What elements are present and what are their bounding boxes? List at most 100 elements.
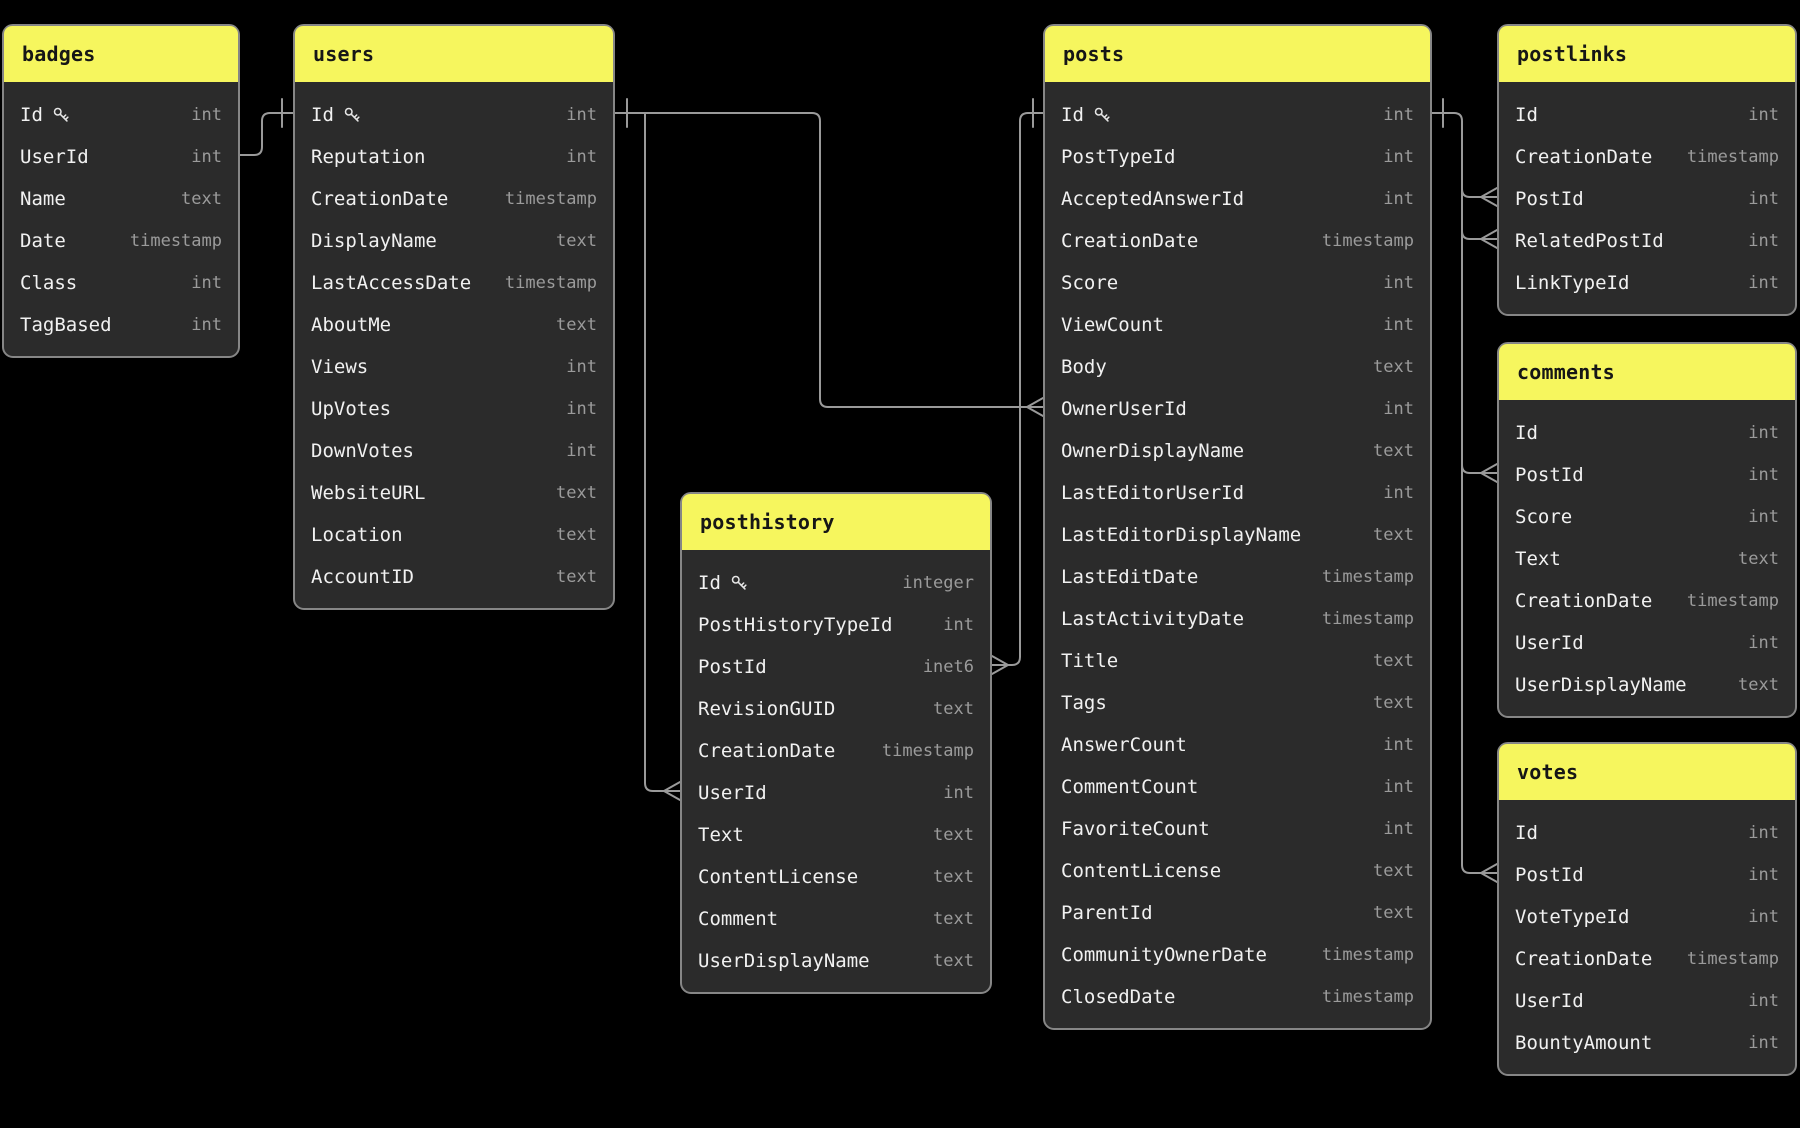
field-type: timestamp bbox=[1321, 945, 1414, 965]
field-name: LinkTypeId bbox=[1515, 272, 1630, 294]
table-header-posthistory[interactable]: posthistory bbox=[682, 494, 990, 550]
table-header-users[interactable]: users bbox=[295, 26, 613, 82]
field-type: text bbox=[933, 867, 974, 887]
table-header-comments[interactable]: comments bbox=[1499, 344, 1795, 400]
table-header-posts[interactable]: posts bbox=[1045, 26, 1430, 82]
connection-posts.Id-postlinks.PostId bbox=[1432, 98, 1463, 189]
field-name: BountyAmount bbox=[1515, 1032, 1653, 1054]
table-title: badges bbox=[22, 42, 96, 66]
field-type: text bbox=[933, 909, 974, 929]
field-type: int bbox=[566, 399, 597, 419]
table-header-votes[interactable]: votes bbox=[1499, 744, 1795, 800]
field-name-group: Id bbox=[1515, 104, 1538, 126]
table-header-badges[interactable]: badges bbox=[4, 26, 238, 82]
field-name-group: UserDisplayName bbox=[1515, 674, 1687, 696]
primary-key-icon bbox=[343, 106, 361, 124]
field-name-group: Id bbox=[1515, 422, 1538, 444]
relationship-wire bbox=[1461, 188, 1497, 231]
field-name-group: CreationDate bbox=[311, 188, 448, 210]
field-name: Score bbox=[1061, 272, 1119, 294]
table-header-postlinks[interactable]: postlinks bbox=[1499, 26, 1795, 82]
field-name: Id bbox=[311, 104, 334, 126]
